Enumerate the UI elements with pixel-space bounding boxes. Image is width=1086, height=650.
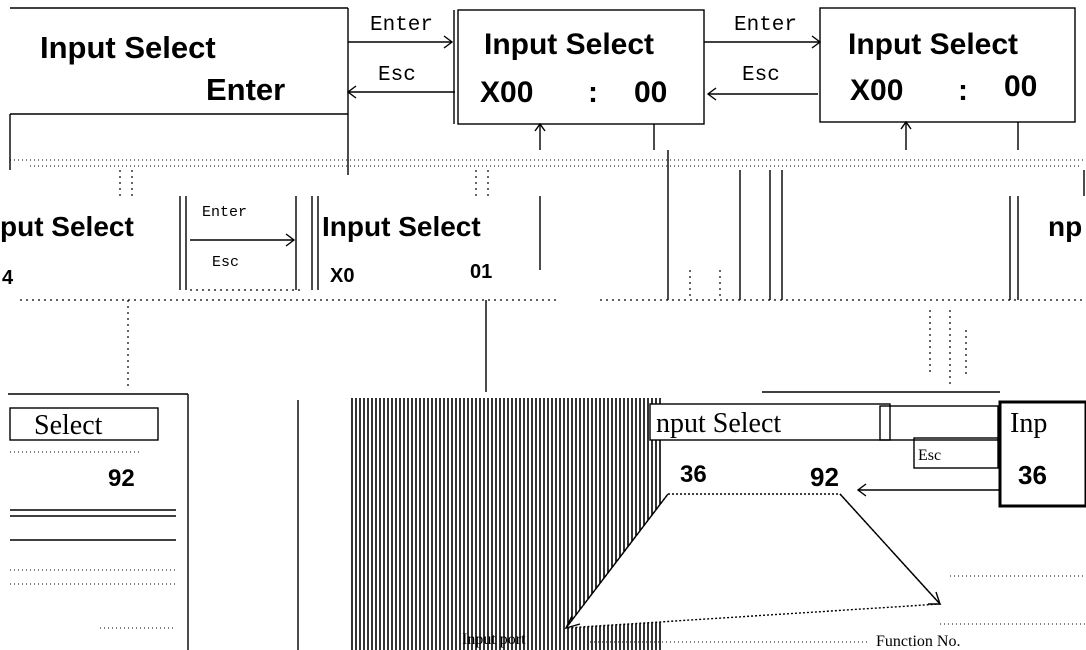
bottom-left-panel: Select 92 xyxy=(8,394,298,650)
top-connectors xyxy=(535,122,1018,150)
top-box-1-action: Enter xyxy=(206,72,285,107)
bottom-left-title: Select xyxy=(34,410,103,441)
bottom-center-port: 36 xyxy=(680,461,707,488)
middle-row: put Select 4 Enter Esc Input Select X0 0… xyxy=(0,150,1086,392)
top-box-2-sep: : xyxy=(588,76,598,109)
arrow-esc-label-1: Esc xyxy=(378,64,416,87)
arrows-2-3: Enter Esc xyxy=(704,14,820,100)
middle-enter-label: Enter xyxy=(202,204,247,221)
bottom-right-value: 36 xyxy=(1018,460,1047,490)
top-box-2-port: X00 xyxy=(480,76,533,109)
label-function-no: Function No. xyxy=(876,633,960,650)
dotted-band xyxy=(10,160,1086,196)
top-box-2-title: Input Select xyxy=(484,28,654,61)
bottom-right-esc-label: Esc xyxy=(918,447,941,464)
top-box-1-title: Input Select xyxy=(40,30,216,65)
bottom-center-title: nput Select xyxy=(656,408,781,439)
top-box-3-sep: : xyxy=(958,74,968,107)
middle-center-port: X0 xyxy=(330,265,354,287)
top-box-1: Input Select Enter xyxy=(10,8,348,175)
top-box-3-title: Input Select xyxy=(848,28,1018,61)
top-box-3-func: 00 xyxy=(1004,70,1037,103)
bottom-center-value: 92 xyxy=(810,462,839,492)
top-box-2: Input Select X00 : 00 xyxy=(454,10,704,124)
middle-center-title: Input Select xyxy=(322,211,481,242)
bottom-right-title: Inp xyxy=(1010,408,1047,439)
arrows-1-2: Enter Esc xyxy=(348,14,455,98)
arrow-esc-label-2: Esc xyxy=(742,64,780,87)
top-box-3-port: X00 xyxy=(850,74,903,107)
middle-left-value: 4 xyxy=(2,267,14,289)
middle-left-title: put Select xyxy=(0,211,134,242)
label-input-port: Input port xyxy=(462,631,526,648)
middle-right-title: np xyxy=(1048,211,1082,242)
middle-center-value: 01 xyxy=(470,261,492,283)
bottom-left-value: 92 xyxy=(108,465,135,492)
arrow-enter-label-2: Enter xyxy=(734,14,797,37)
middle-esc-label: Esc xyxy=(212,254,239,271)
arrow-enter-label-1: Enter xyxy=(370,14,433,37)
top-box-3: Input Select X00 : 00 xyxy=(820,8,1075,122)
top-box-2-func: 00 xyxy=(634,76,667,109)
